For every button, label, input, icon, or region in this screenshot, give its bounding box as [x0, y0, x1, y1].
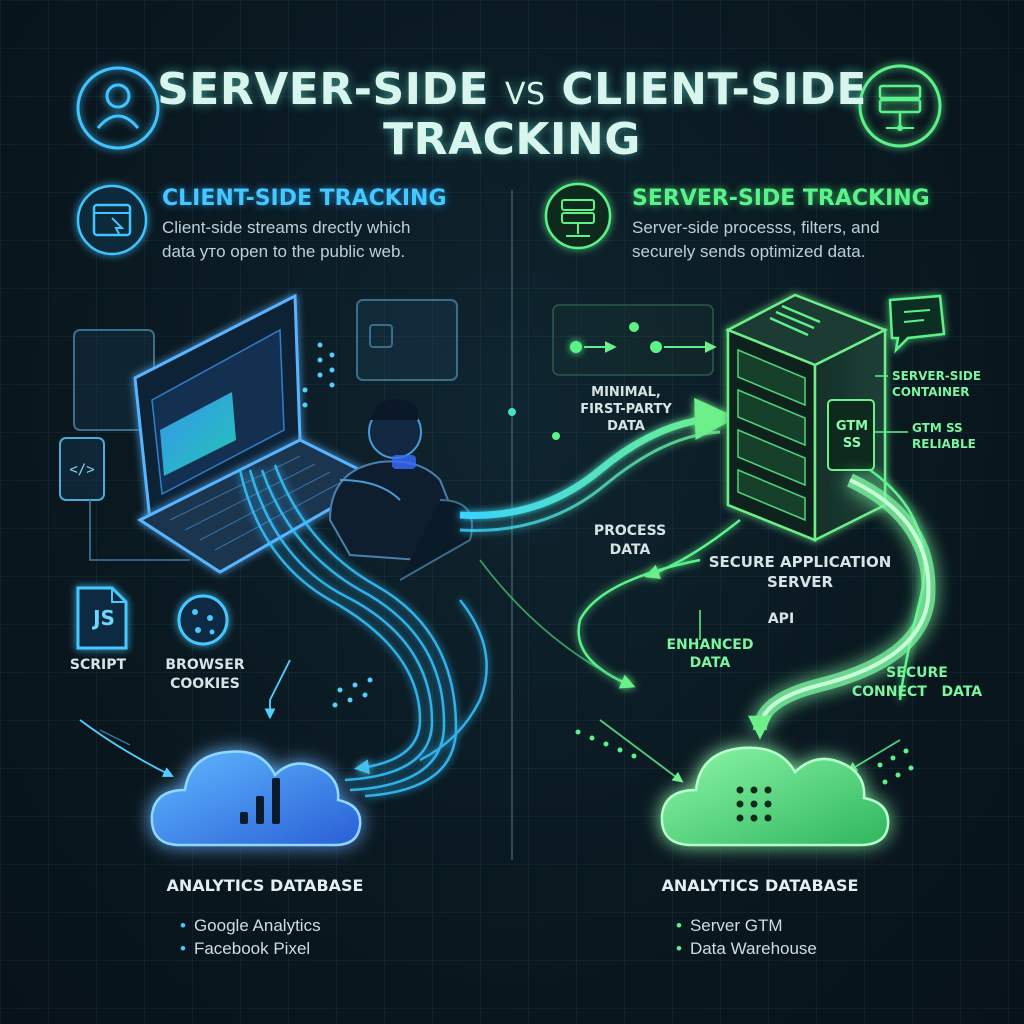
- minimal-line3: DATA: [607, 419, 645, 434]
- server-db-item: Server GTM: [676, 914, 817, 937]
- js-badge: JS: [93, 606, 115, 630]
- process-line1: PROCESS: [593, 523, 667, 539]
- client-data-streams: [238, 464, 488, 798]
- enhanced-line2: DATA: [689, 655, 731, 671]
- minimal-line1: MINIMAL,: [591, 385, 661, 400]
- user-icon: [76, 66, 160, 150]
- server-badge-line1: GTM: [835, 419, 869, 434]
- gtm-line2: RELIABLE: [912, 437, 976, 451]
- cookie-icon: [177, 594, 229, 646]
- process-data-label: PROCESS DATA: [580, 522, 680, 560]
- container-line1: SERVER-SIDE: [892, 369, 982, 383]
- svg-text:</>: </>: [69, 462, 94, 478]
- app-server-line2: SERVER: [766, 573, 833, 591]
- server-cloud: [660, 746, 890, 847]
- cookies-label-line1: BROWSER: [165, 657, 245, 673]
- client-db-item: Google Analytics: [180, 914, 321, 937]
- dot-grid-icon: [736, 786, 772, 822]
- server-desc-line1: Server-side processs, filters, and: [632, 218, 880, 237]
- server-database-list: Server GTM Data Warehouse: [676, 914, 817, 960]
- server-badge-line2: SS: [842, 436, 862, 451]
- server-desc-line2: securely sends optimized data.: [632, 242, 866, 261]
- script-label: SCRIPT: [69, 657, 127, 673]
- client-desc-line1: Client-side streams drectly which: [162, 218, 411, 237]
- title-vs: VS: [504, 77, 546, 112]
- enhanced-data-label: ENHANCED DATA: [660, 636, 760, 672]
- laptop: [133, 293, 384, 574]
- cookies-label: BROWSER COOKIES: [150, 656, 260, 694]
- chat-icon: [888, 294, 946, 354]
- server-badge: GTM SS: [830, 418, 874, 452]
- cookies-label-line2: COOKIES: [170, 676, 240, 692]
- client-db-item: Facebook Pixel: [180, 937, 321, 960]
- title-line2: TRACKING: [383, 114, 641, 165]
- client-database-title: ANALYTICS DATABASE: [166, 876, 364, 895]
- enhanced-line1: ENHANCED: [666, 637, 754, 653]
- client-description: Client-side streams drectly which data у…: [162, 216, 482, 264]
- js-file-icon: [76, 586, 128, 650]
- browser-cursor-icon: [76, 184, 148, 256]
- title-left: SERVER-SIDE: [157, 64, 490, 115]
- app-server-line1: SECURE APPLICATION: [708, 553, 892, 571]
- client-heading: CLIENT-SIDE TRACKING: [162, 186, 447, 211]
- dot-particles-left: [302, 342, 373, 708]
- secure-app-server-label: SECURE APPLICATION SERVER: [700, 552, 900, 592]
- secure-line1: SECURE: [886, 665, 948, 681]
- title-right: CLIENT-SIDE: [561, 64, 867, 115]
- server-description: Server-side processs, filters, and secur…: [632, 216, 972, 264]
- server-side-container-label: SERVER-SIDE CONTAINER: [892, 368, 981, 400]
- secure-connect-label: SECURE CONNECT DATA: [842, 664, 992, 702]
- person-silhouette: [328, 399, 473, 581]
- page-title: SERVER-SIDE VS CLIENT-SIDE: [0, 64, 1024, 115]
- node-chain: [552, 304, 717, 376]
- container-line2: CONTAINER: [892, 385, 970, 399]
- server-heading: SERVER-SIDE TRACKING: [632, 186, 930, 211]
- server-small-icon: [544, 182, 612, 250]
- minimal-line2: FIRST-PARTY: [580, 402, 672, 417]
- dot-particles-right: [508, 408, 914, 785]
- bar-chart-icon: [240, 778, 280, 824]
- client-desc-line2: data утo open to the public web.: [162, 242, 406, 261]
- gtm-line1: GTM SS: [912, 421, 963, 435]
- minimal-data-label: MINIMAL, FIRST-PARTY DATA: [566, 384, 686, 435]
- server-database-title: ANALYTICS DATABASE: [661, 876, 859, 895]
- process-line2: DATA: [609, 542, 651, 558]
- floating-panels: [73, 299, 458, 431]
- server-db-item: Data Warehouse: [676, 937, 817, 960]
- gtm-ss-label: GTM SS RELIABLE: [912, 420, 976, 452]
- server-data-flows: [577, 468, 926, 701]
- secure-line2: CONNECT DATA: [851, 684, 983, 700]
- code-icon: </>: [59, 437, 105, 501]
- api-label: API: [767, 611, 795, 627]
- transfer-pipe: [459, 397, 737, 532]
- client-database-list: Google Analytics Facebook Pixel: [180, 914, 321, 960]
- server-rack-icon: [858, 64, 942, 148]
